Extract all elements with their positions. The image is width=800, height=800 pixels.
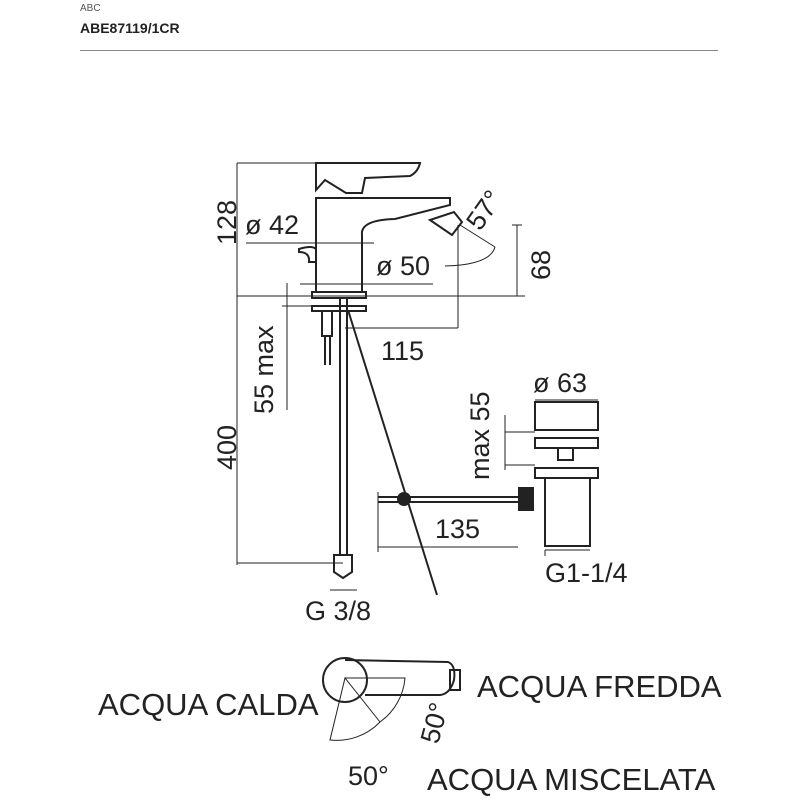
handle-rotation-diagram: [322, 657, 461, 741]
dim-waste-diameter: ø 63: [533, 368, 587, 398]
angle-bottom: 50°: [348, 761, 389, 791]
angle-side: 50°: [415, 699, 455, 746]
dim-spout-height: 68: [526, 250, 556, 280]
product-code: ABE87119/1CR: [80, 20, 180, 36]
dim-height-total: 128: [212, 200, 242, 245]
dimension-lines: [236, 162, 598, 591]
label-cold-water: ACQUA FREDDA: [477, 669, 722, 704]
dim-hose-connection: G 3/8: [305, 596, 371, 626]
dim-waste-max: max 55: [465, 391, 495, 480]
dim-body-diameter: ø 42: [245, 210, 299, 240]
brand-label: ABC: [80, 3, 101, 14]
dim-base-diameter: ø 50: [376, 251, 430, 281]
dim-deck-thickness: 55 max: [249, 325, 279, 414]
dim-rod-length: 135: [435, 514, 480, 544]
header-divider: [80, 50, 718, 51]
label-mixed-water: ACQUA MISCELATA: [427, 762, 716, 797]
label-hot-water: ACQUA CALDA: [98, 687, 319, 722]
dim-hose-length: 400: [212, 425, 242, 470]
dim-spout-angle: 57°: [460, 185, 508, 236]
dim-waste-thread: G1-1/4: [545, 558, 628, 588]
dim-spout-reach: 115: [381, 336, 424, 366]
waste-drawing: [378, 401, 599, 547]
